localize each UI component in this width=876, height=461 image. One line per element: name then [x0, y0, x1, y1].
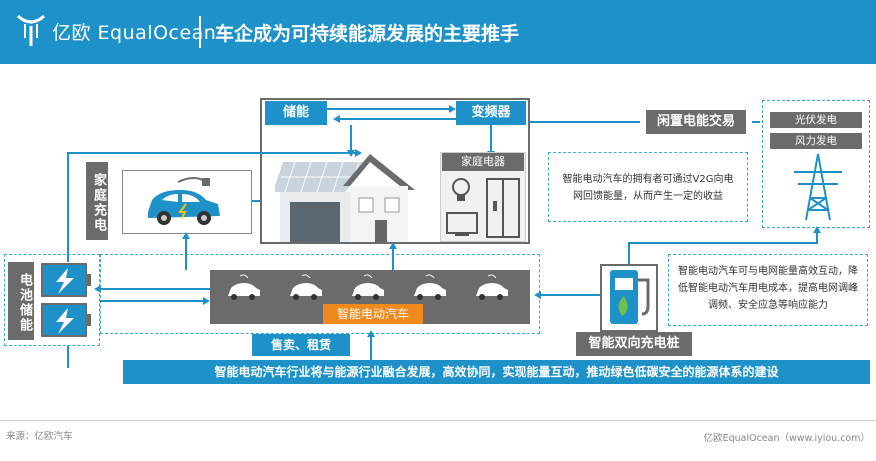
flow-line	[185, 236, 187, 270]
charging-pile-note: 智能电动汽车可与电网能量高效互动，降低智能电动汽车用电成本，提高电网调峰调频、安…	[668, 254, 868, 326]
flow-line	[392, 246, 394, 270]
electric-car-icon	[148, 177, 220, 225]
house-icon	[275, 154, 415, 242]
idle-trade-note: 智能电动汽车的拥有者可通过V2G向电网回馈能量，从而产生一定的收益	[548, 152, 748, 222]
arrow-right-icon	[203, 297, 210, 305]
arrow-up-icon	[389, 242, 397, 249]
fleet-label: 智能电动汽车	[323, 304, 423, 324]
battery-storage-label: 电池储能	[8, 262, 34, 340]
car-fleet-icon	[228, 274, 508, 300]
flow-line	[350, 125, 352, 150]
appliances-icon	[446, 178, 520, 238]
battery-frame	[4, 254, 100, 346]
storage-label: 储能	[265, 101, 327, 125]
wind-label: 风力发电	[770, 133, 862, 149]
equalocean-logo-icon	[16, 14, 46, 46]
charging-pile-label: 智能双向充电桩	[576, 332, 692, 356]
inverter-label: 变频器	[456, 101, 526, 125]
solar-label: 光伏发电	[770, 112, 862, 128]
header-divider	[199, 16, 201, 48]
arrow-up-icon	[367, 330, 375, 337]
idle-trade-label: 闲置电能交易	[646, 110, 746, 134]
flow-line	[252, 200, 260, 202]
flow-line	[100, 300, 204, 302]
flow-line	[370, 334, 372, 360]
flow-line	[67, 346, 69, 368]
arrow-up-icon	[813, 226, 821, 233]
home-charging-label: 家庭充电	[86, 162, 108, 240]
flow-line	[67, 152, 357, 154]
bottom-banner: 智能电动汽车行业将与能源行业融合发展，高效协同，实现能量互动，推动绿色低碳安全的…	[123, 360, 870, 384]
flow-line	[100, 288, 210, 290]
arrow-right-icon	[355, 149, 362, 157]
power-tower-icon	[794, 153, 842, 221]
flow-line	[816, 228, 818, 242]
flow-line	[67, 152, 69, 262]
flow-line	[340, 118, 456, 120]
arrow-up-icon	[182, 232, 190, 239]
flow-line	[628, 242, 630, 264]
footer-divider	[0, 420, 876, 421]
flow-line	[530, 121, 640, 123]
sale-rent-label: 售卖、租赁	[252, 334, 350, 356]
arrow-left-icon	[333, 115, 340, 123]
flow-line	[327, 108, 449, 110]
credit-text: 亿欧EqualOcean（www.iyiou.com）	[703, 433, 870, 444]
arrow-left-icon	[534, 291, 541, 299]
charging-pile-icon	[610, 270, 650, 324]
header-bar	[0, 0, 876, 64]
flow-line	[540, 294, 600, 296]
flow-line	[752, 121, 760, 123]
brand-name: 亿欧 EqualOcean	[52, 22, 217, 44]
page-title: 车企成为可持续能源发展的主要推手	[215, 23, 520, 45]
flow-line	[490, 125, 492, 153]
appliance-label: 家庭电器	[442, 153, 524, 171]
source-text: 来源：亿欧汽车	[6, 431, 73, 442]
arrow-right-icon	[449, 105, 456, 113]
arrow-left-icon	[94, 285, 101, 293]
flow-line	[628, 242, 818, 244]
battery-icon	[41, 263, 91, 337]
